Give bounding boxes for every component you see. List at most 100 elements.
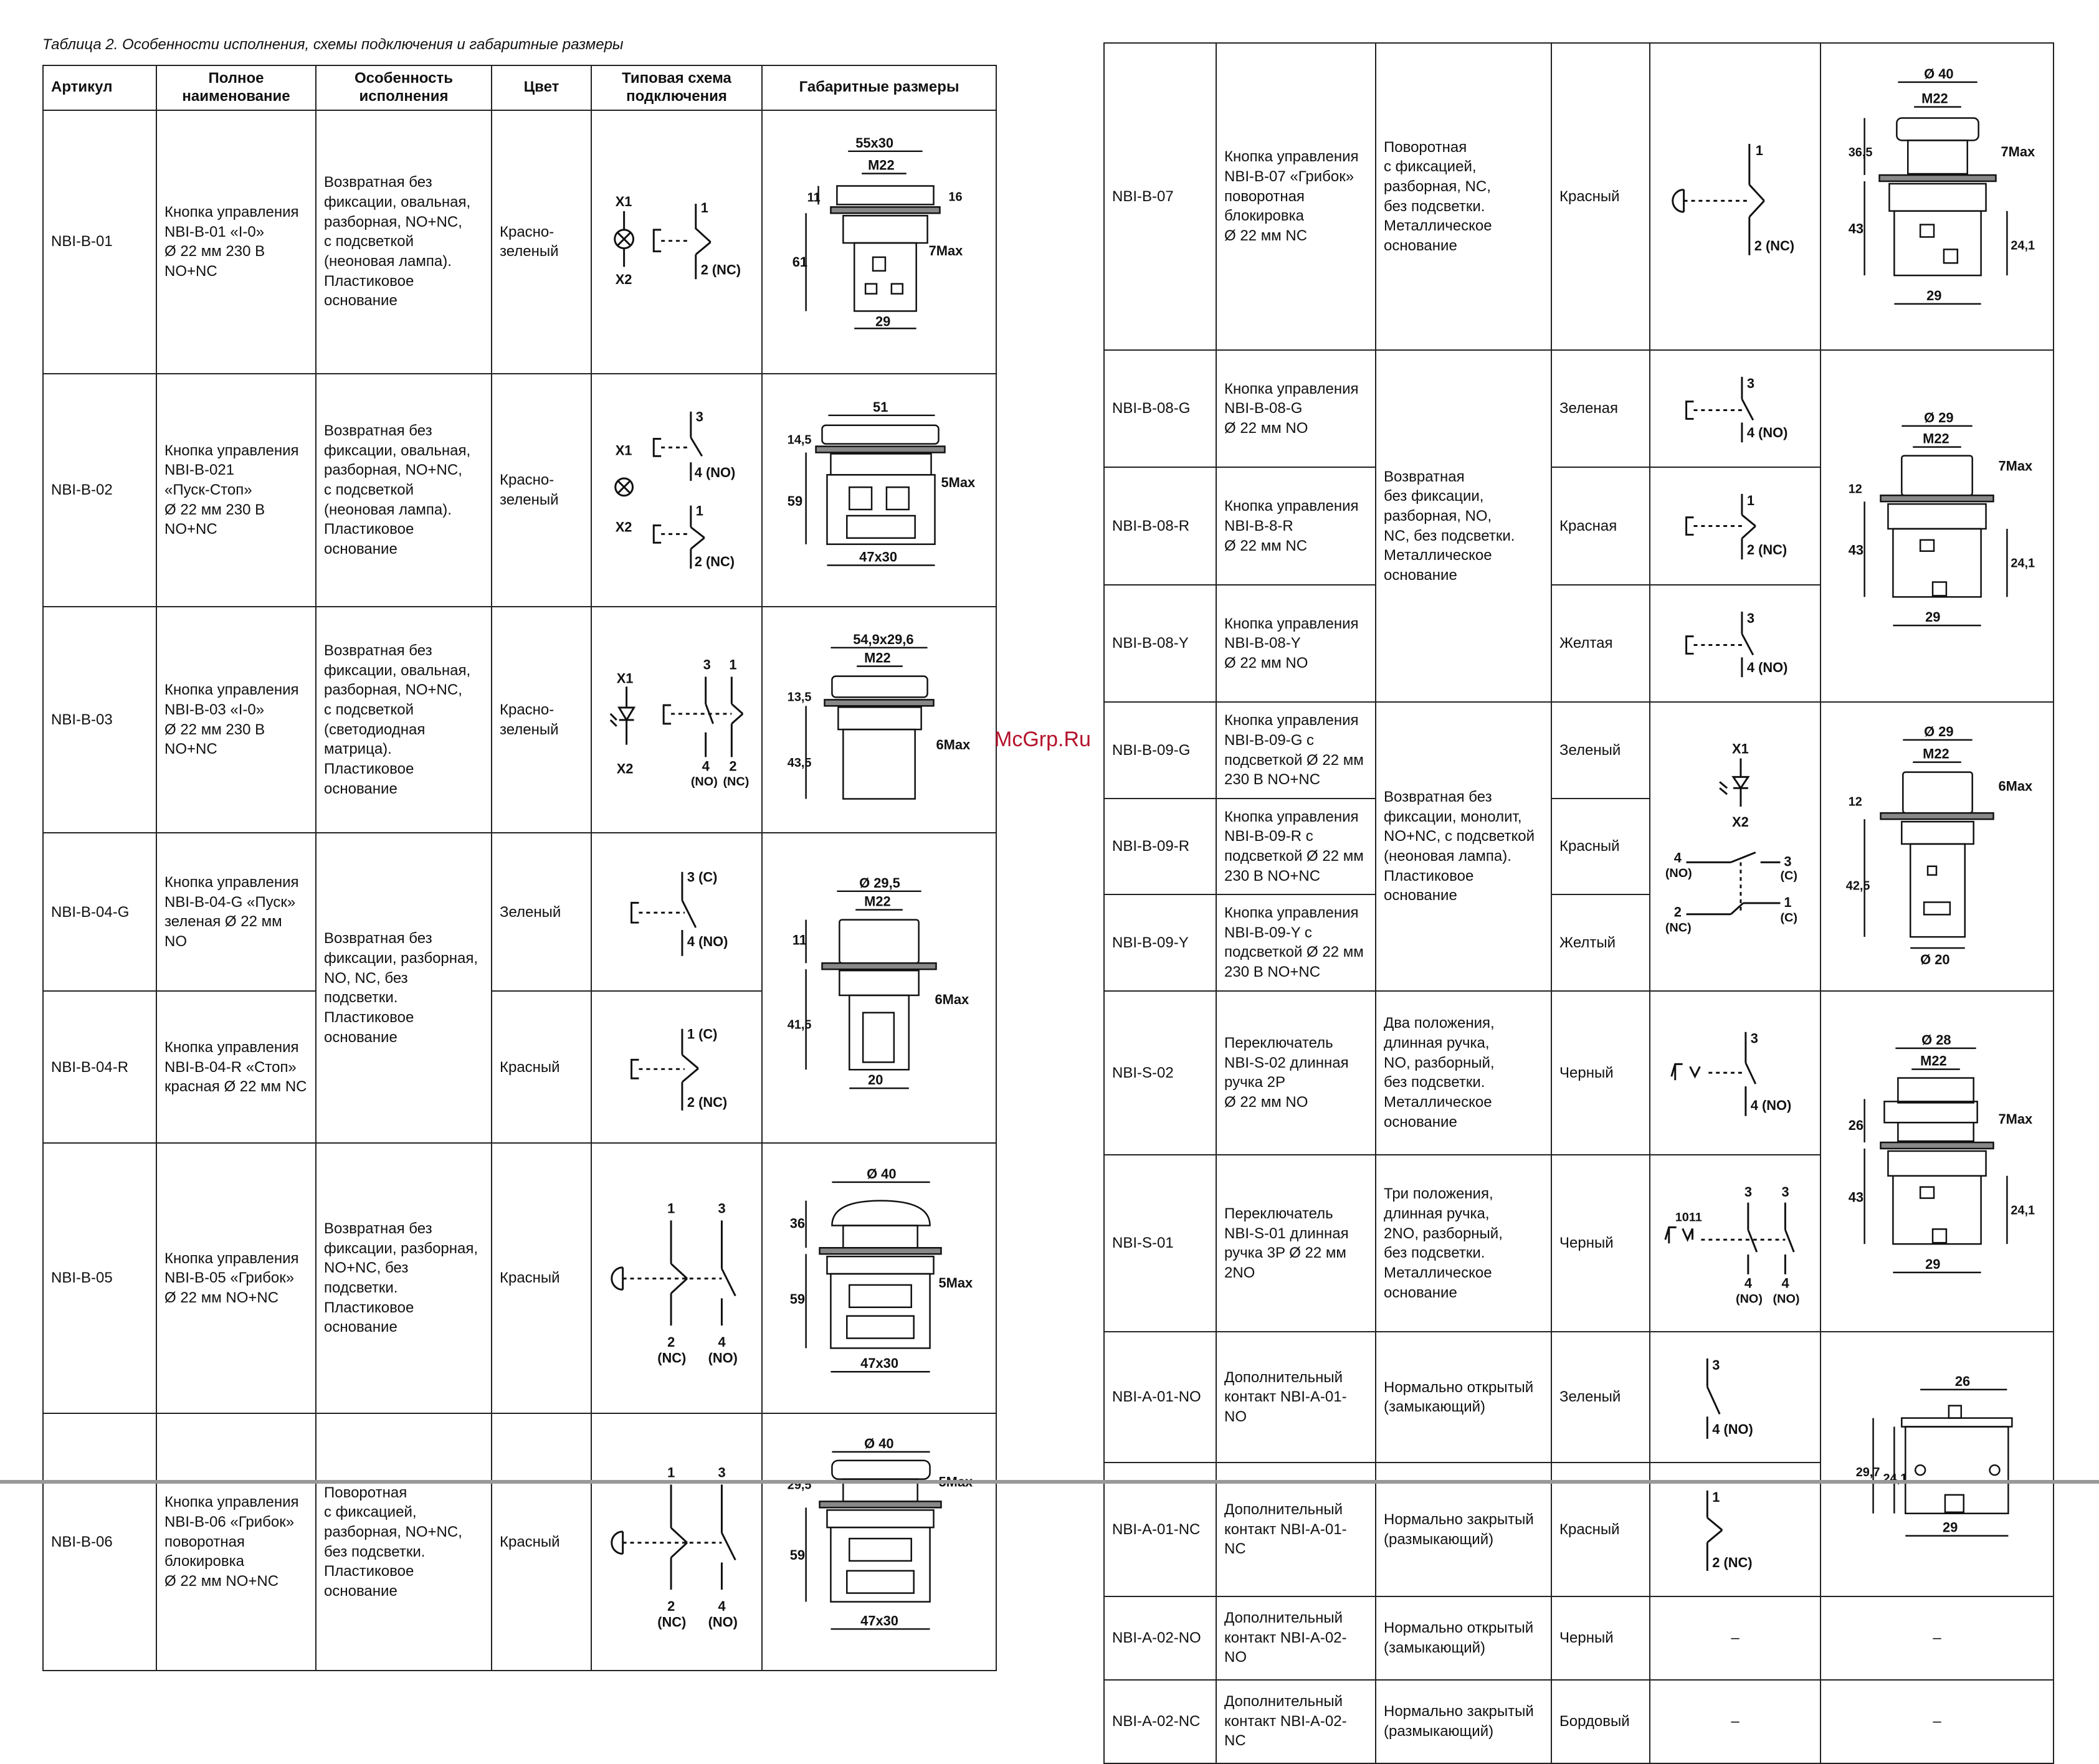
scheme-label: X1 xyxy=(616,442,632,458)
scheme-label: (NO) xyxy=(1736,1292,1763,1306)
dim-label: 6Max xyxy=(936,737,971,752)
scheme-label: 2 xyxy=(729,758,736,774)
dim-label: 26 xyxy=(1955,1373,1970,1389)
color-cell: Черный xyxy=(1551,1154,1650,1333)
scheme-cell: 3 4 (NO) xyxy=(1649,584,1821,703)
scheme-label: 4 xyxy=(718,1598,726,1614)
dim-label: 29 xyxy=(1926,288,1941,303)
scheme-label: 3 xyxy=(718,1201,726,1216)
scheme-label: 1 xyxy=(667,1201,675,1216)
feature-cell: Возвратная без фиксации, монолит, NO+NC,… xyxy=(1375,701,1552,992)
wiring-scheme: 1 3 2 (NC) 4 (NO) xyxy=(611,1201,738,1366)
dim-label: 43,5 xyxy=(788,756,812,770)
dim-label: 61 xyxy=(792,254,807,270)
feature-cell: Поворотная с фиксацией, разборная, NO+NC… xyxy=(315,1412,492,1672)
dim-label: 29 xyxy=(1925,1256,1940,1272)
scheme-label: 1 xyxy=(1784,894,1791,910)
color-cell: Красно- зеленый xyxy=(491,605,592,834)
table-row: NBI-B-04-G Кнопка управления NBI-B-04-G … xyxy=(42,832,997,1144)
color-cell: Зеленая xyxy=(1551,349,1650,468)
article-cell: NBI-B-09-Y xyxy=(1103,894,1217,992)
table-header-row: Артикул Полное наименование Особенность … xyxy=(42,65,997,111)
article-cell: NBI-B-08-G xyxy=(1103,349,1217,468)
dim-label: M22 xyxy=(864,894,891,909)
color-cell: Черный xyxy=(1551,1595,1650,1681)
dimensions-cell: Ø 29,5 M22 11 6Max 41,5 20 xyxy=(761,832,997,1144)
scheme-label: 1 xyxy=(1747,493,1754,508)
feature-cell: Возвратная без фиксации, разборная, NO+N… xyxy=(315,1142,492,1414)
scheme-label: 1 xyxy=(1712,1489,1720,1505)
scheme-cell: X1 X2 1 2 (NC) xyxy=(591,109,763,375)
scheme-label: 3 xyxy=(1781,1184,1789,1200)
dim-label: 29 xyxy=(1925,609,1940,625)
scheme-label: (NC) xyxy=(1665,921,1692,935)
dim-label: Ø 40 xyxy=(1924,66,1953,82)
wiring-scheme: X1 X2 4 (NO) 3 (C) 2 (NC) 1 (C) xyxy=(1665,741,1797,935)
dim-label: 29 xyxy=(875,314,890,330)
dimensions-cell: 55x30 M22 11 16 7Max 61 29 xyxy=(761,109,997,375)
scheme-label: 4 (NO) xyxy=(1747,660,1788,675)
table-row: NBI-B-06 Кнопка управления NBI-B-06 «Гри… xyxy=(42,1412,997,1672)
name-cell: Кнопка управления NBI-B-07 «Грибок» пово… xyxy=(1216,42,1376,351)
dimensions-cell: 51 14,5 5Max 59 47x30 xyxy=(761,373,997,607)
color-cell: Бордовый xyxy=(1551,1679,1650,1764)
scheme-cell: X1 X2 4 (NO) 3 (C) 2 (NC) 1 (C) xyxy=(1649,701,1821,992)
dim-label: 13,5 xyxy=(788,691,812,704)
article-cell: NBI-B-07 xyxy=(1103,42,1217,351)
dim-label: 11 xyxy=(807,191,821,205)
table-row: NBI-B-09-Y Кнопка управления NBI-B-09-Y … xyxy=(1103,894,2054,992)
scheme-label: (NO) xyxy=(1773,1292,1800,1306)
dimension-drawing: Ø 40 M22 36,5 7Max 43 24,1 29 xyxy=(1849,66,2035,305)
wiring-scheme: X1 X2 1 2 (NC) xyxy=(614,194,741,287)
dim-label: 43 xyxy=(1849,1190,1863,1205)
scheme-label: X2 xyxy=(616,272,632,287)
name-cell: Дополнительный контакт NBI-A-02-NC xyxy=(1216,1679,1376,1764)
name-cell: Кнопка управления NBI-B-09-R с подсветко… xyxy=(1216,797,1376,896)
scheme-cell: 3 4 (NO) xyxy=(1649,1331,1821,1464)
dim-label: Ø 40 xyxy=(867,1166,896,1182)
scheme-label: (NC) xyxy=(723,775,749,789)
article-cell: NBI-B-04-R xyxy=(42,990,157,1144)
scheme-label: 4 xyxy=(702,758,710,774)
scheme-label: X1 xyxy=(617,670,634,686)
scheme-label: X1 xyxy=(1732,741,1749,757)
scheme-cell: – xyxy=(1649,1679,1821,1764)
feature-cell: Два положения, длинная ручка, NO, разбор… xyxy=(1375,990,1552,1156)
dim-label: 24,1 xyxy=(2011,556,2035,570)
feature-cell: Возвратная без фиксации, разборная, NO, … xyxy=(1375,349,1552,703)
table-row: NBI-B-04-R Кнопка управления NBI-B-04-R … xyxy=(42,990,996,1144)
table-row: NBI-B-01 Кнопка управления NBI-B-01 «I-0… xyxy=(42,109,997,375)
dim-label: Ø 29,5 xyxy=(859,875,900,891)
color-cell: Черный xyxy=(1551,990,1650,1156)
dim-label: 24,1 xyxy=(2011,1204,2035,1218)
name-cell: Кнопка управления NBI-B-04-G «Пуск» зеле… xyxy=(156,832,317,992)
wiring-scheme: 1 (C) 2 (NC) xyxy=(631,1027,727,1111)
scheme-cell: 3 X1 4 (NO) X2 1 2 (NC) xyxy=(591,373,763,607)
color-cell: Красно- зеленый xyxy=(491,109,592,375)
scheme-cell: 1 2 (NC) xyxy=(1649,42,1821,351)
dimension-drawing: 26 29,7 24,1 29 xyxy=(1856,1373,2013,1537)
wiring-scheme: 3 (C) 4 (NO) xyxy=(631,870,728,956)
wiring-scheme: 1011 3 3 4 (NO) 4 (NO) xyxy=(1664,1184,1800,1306)
product-table-right: NBI-B-07 Кнопка управления NBI-B-07 «Гри… xyxy=(1103,42,2054,1764)
scheme-label: 2 (NC) xyxy=(1754,238,1794,254)
scheme-cell: 3 4 (NO) xyxy=(1649,349,1821,468)
dim-label: Ø 29 xyxy=(1924,724,1953,739)
scheme-label: 2 (NC) xyxy=(695,554,735,569)
scheme-label: 3 xyxy=(1747,375,1754,391)
article-cell: NBI-B-02 xyxy=(42,373,157,607)
table-row: NBI-S-02 Переключатель NBI-S-02 длинная … xyxy=(1103,990,2054,1333)
wiring-scheme: X1 3 1 X2 4 (NO) 2 (NC) xyxy=(609,657,749,789)
dimensions-cell: Ø 28 M22 7Max 26 43 24,1 29 xyxy=(1820,990,2054,1333)
dim-label: 59 xyxy=(790,1547,805,1563)
scheme-label: 2 xyxy=(667,1598,675,1614)
dim-label: Ø 40 xyxy=(864,1436,893,1451)
dim-label: 59 xyxy=(790,1291,805,1307)
table-row: NBI-A-01-NO Дополнительный контакт NBI-A… xyxy=(1103,1331,2054,1597)
dim-label: 11 xyxy=(792,932,807,948)
dim-label: 47x30 xyxy=(860,1613,898,1629)
name-cell: Кнопка управления NBI-B-04-R «Стоп» крас… xyxy=(156,990,317,1144)
scheme-label: (C) xyxy=(1780,870,1797,883)
dim-label: 36,5 xyxy=(1849,146,1873,159)
dimensions-cell: Ø 40 M22 36,5 7Max 43 24,1 29 xyxy=(1820,42,2054,351)
